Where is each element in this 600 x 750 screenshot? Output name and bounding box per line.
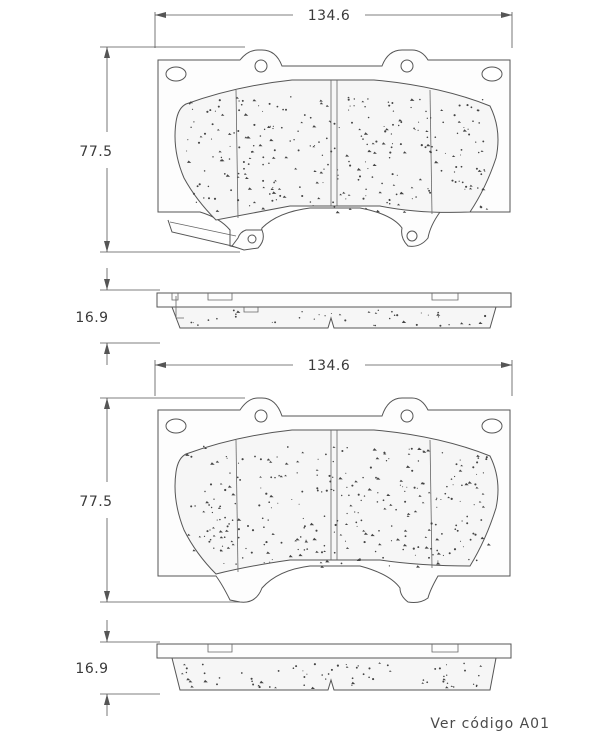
top-height-dimension: 77.5 <box>79 46 245 253</box>
top-width-label: 134.6 <box>308 8 351 24</box>
top-right-tab-hole <box>400 59 414 73</box>
top-side-lining <box>171 306 497 329</box>
bottom-left-tab-hole <box>254 409 268 423</box>
top-bottom-tab-hole <box>406 230 418 242</box>
top-left-mount-hole <box>165 66 187 82</box>
bottom-right-tab-hole <box>400 409 414 423</box>
top-friction-lining <box>174 79 499 221</box>
top-wear-sensor <box>167 219 264 251</box>
top-pad-side-view: 16.9 <box>75 268 512 365</box>
bottom-thickness-label: 16.9 <box>75 661 108 677</box>
bottom-right-mount-hole <box>481 418 503 434</box>
top-lining-texture <box>186 96 489 214</box>
bottom-width-label: 134.6 <box>308 358 351 374</box>
bottom-side-lining-texture <box>181 662 483 689</box>
bottom-width-dimension: 134.6 <box>154 358 513 396</box>
top-thickness-label: 16.9 <box>75 310 108 326</box>
bottom-thickness-dimension: 16.9 <box>75 620 160 716</box>
bottom-pad-side-view: 16.9 <box>75 620 512 716</box>
top-pad-front-view: 134.6 77.5 <box>79 8 513 253</box>
bottom-left-mount-hole <box>165 418 187 434</box>
top-height-label: 77.5 <box>79 144 112 160</box>
bottom-side-lining <box>171 657 497 691</box>
reference-code-note: Ver código A01 <box>430 716 550 732</box>
bottom-friction-lining <box>174 429 499 575</box>
bottom-pad-front-view: 134.6 77.5 <box>79 358 513 603</box>
top-side-lining-texture <box>190 309 487 327</box>
bottom-height-dimension: 77.5 <box>79 397 245 603</box>
bottom-lining-texture <box>185 445 491 568</box>
top-left-tab-hole <box>254 59 268 73</box>
top-thickness-dimension: 16.9 <box>75 268 160 365</box>
top-width-dimension: 134.6 <box>154 8 513 48</box>
bottom-height-label: 77.5 <box>79 494 112 510</box>
top-right-mount-hole <box>481 66 503 82</box>
